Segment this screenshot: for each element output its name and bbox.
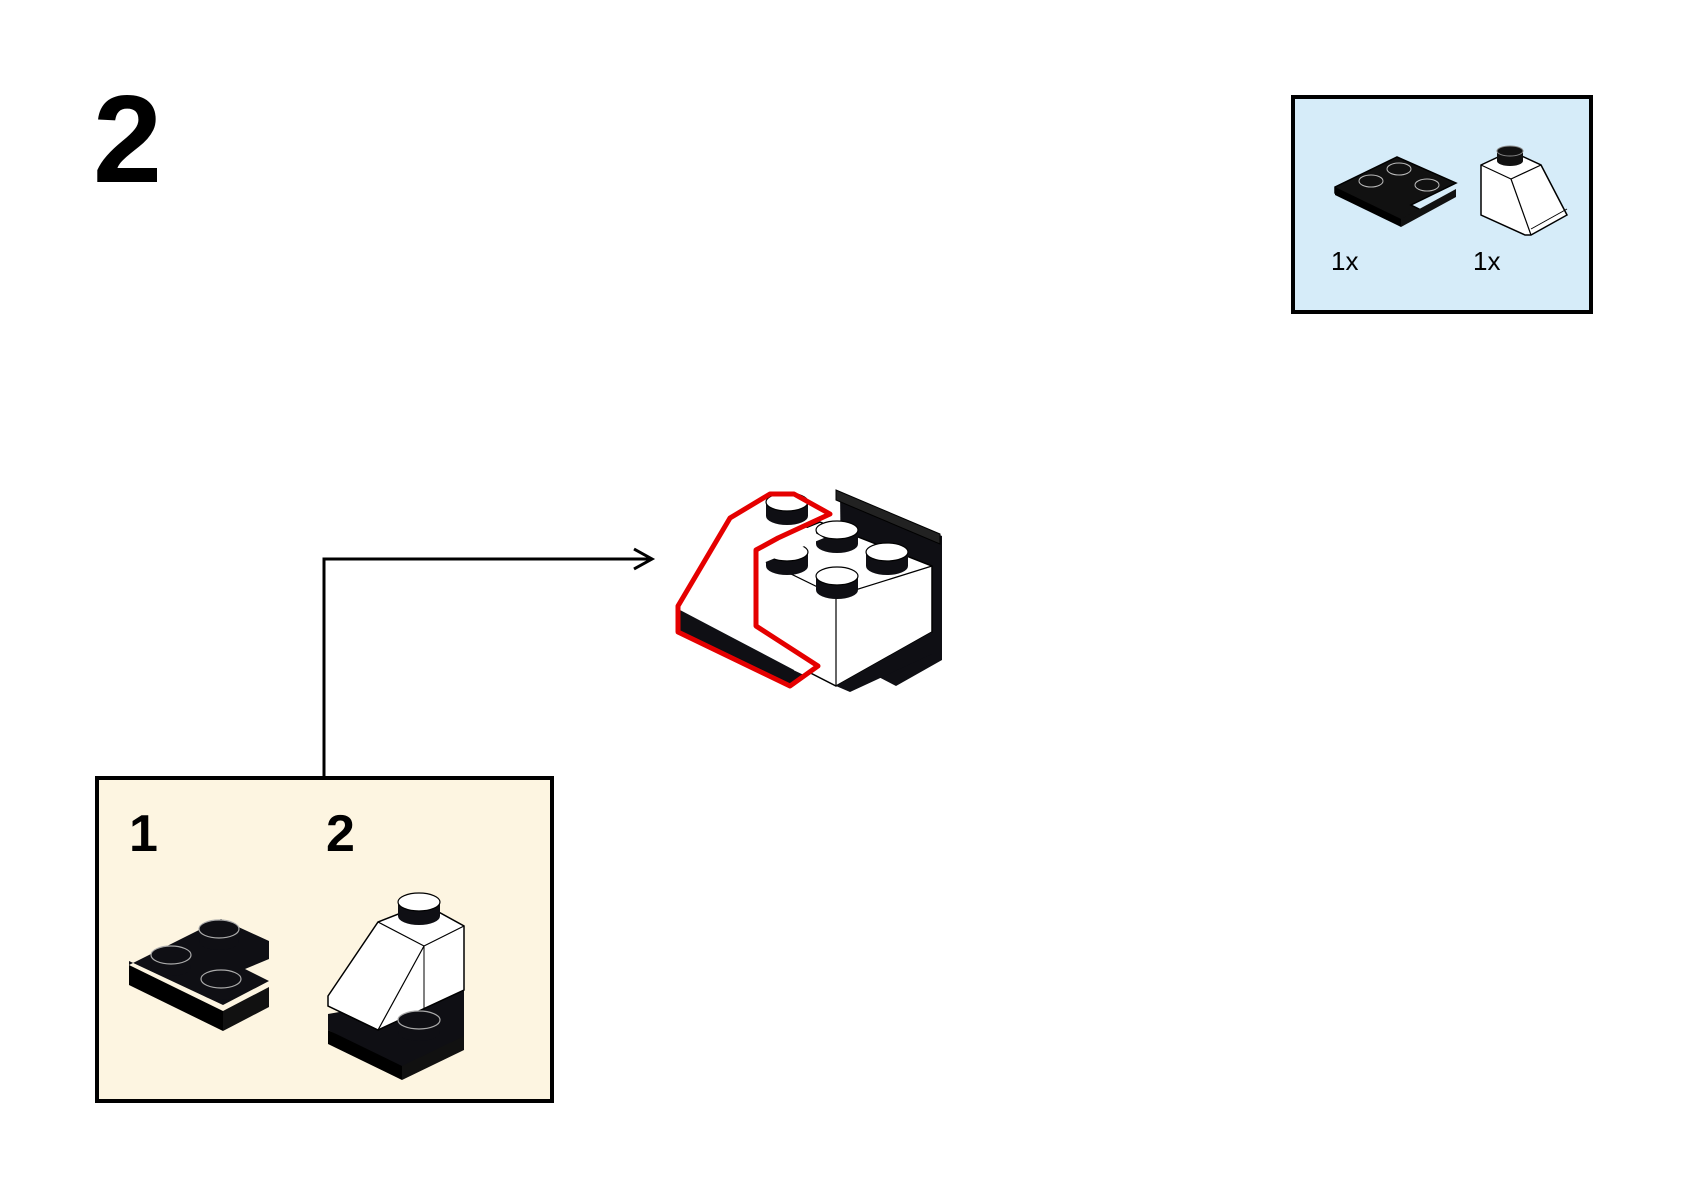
parts-list-box: 1x 1x bbox=[1291, 95, 1593, 314]
black-corner-plate-icon bbox=[1334, 156, 1458, 227]
submodel-step-1-number: 1 bbox=[129, 805, 158, 863]
submodel-step-2-number: 2 bbox=[326, 805, 355, 863]
parts-quantity-1: 1x bbox=[1331, 246, 1359, 276]
new-part-highlight-outline bbox=[675, 491, 833, 689]
black-corner-plate-icon bbox=[129, 919, 269, 1031]
white-slope-on-plate-icon bbox=[327, 892, 465, 1080]
submodel-callout-box: 1 2 bbox=[95, 776, 554, 1103]
main-model-illustration bbox=[675, 489, 942, 692]
white-slope-brick-icon bbox=[1480, 145, 1569, 236]
parts-quantity-2: 1x bbox=[1473, 246, 1501, 276]
step-number: 2 bbox=[93, 71, 162, 209]
